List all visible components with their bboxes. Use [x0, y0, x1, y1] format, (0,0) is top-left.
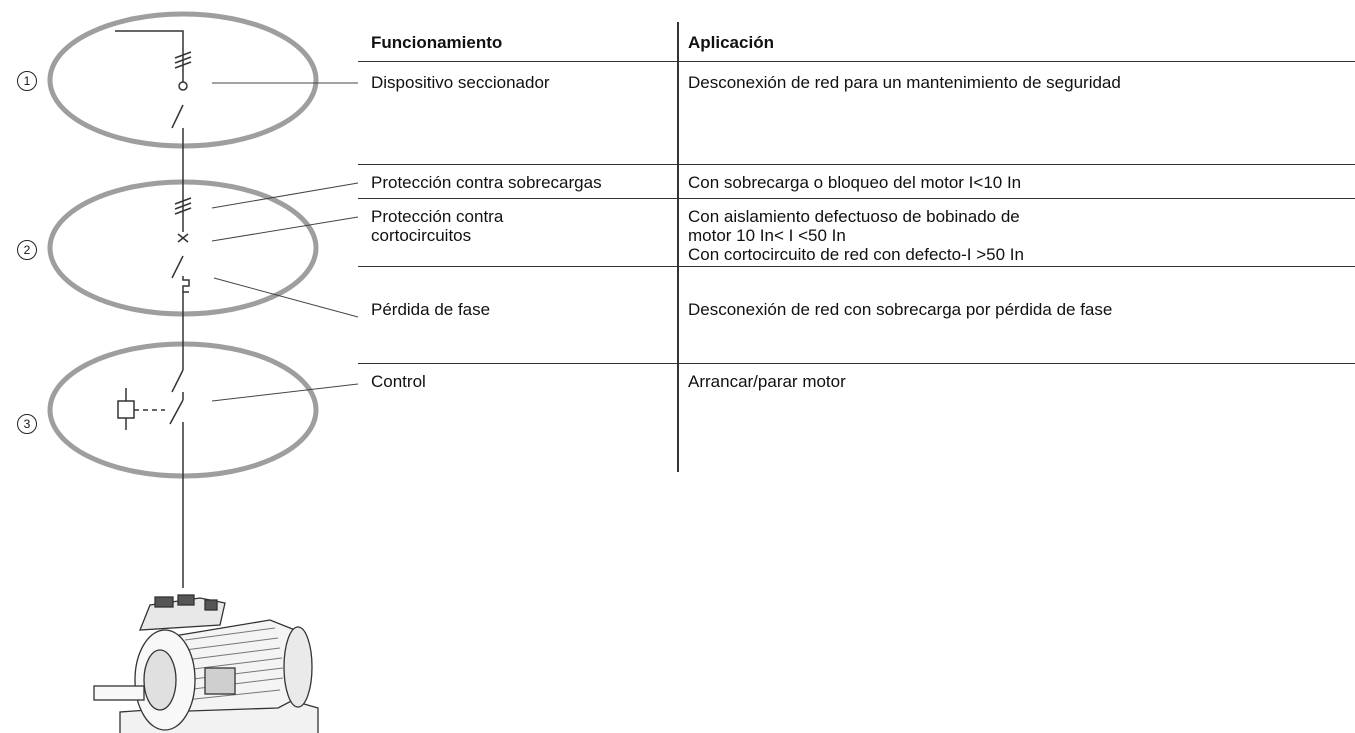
function-cell: Pérdida de fase — [371, 300, 491, 319]
function-cell: Control — [371, 372, 426, 391]
header-function: Funcionamiento — [371, 33, 503, 52]
row-rule — [358, 363, 1355, 364]
function-cell: Protección contra sobrecargas — [371, 173, 602, 192]
function-cell: Dispositivo seccionador — [371, 73, 550, 92]
row-rule — [358, 198, 1355, 199]
column-divider — [677, 22, 679, 472]
application-cell: Con sobrecarga o bloqueo del motor I<10 … — [688, 173, 1022, 192]
marker-2: 2 — [17, 240, 37, 260]
function-cell: cortocircuitos — [371, 226, 472, 245]
application-cell: Desconexión de red para un mantenimiento… — [688, 73, 1121, 92]
application-cell: Con aislamiento defectuoso de bobinado d… — [688, 207, 1020, 226]
marker-3: 3 — [17, 414, 37, 434]
motor-illustration — [93, 594, 319, 733]
application-cell: Desconexión de red con sobrecarga por pé… — [688, 300, 1113, 319]
marker-1: 1 — [17, 71, 37, 91]
header-application: Aplicación — [688, 33, 774, 52]
application-cell: motor 10 In< I <50 In — [688, 226, 846, 245]
leader-lines — [211, 82, 359, 402]
row-rule — [358, 164, 1355, 165]
header-rule — [358, 61, 1355, 62]
application-cell: Con cortocircuito de red con defecto-I >… — [688, 245, 1024, 264]
application-cell: Arrancar/parar motor — [688, 372, 846, 391]
feeder-wire — [115, 30, 192, 588]
row-rule — [358, 266, 1355, 267]
function-cell: Protección contra — [371, 207, 504, 226]
